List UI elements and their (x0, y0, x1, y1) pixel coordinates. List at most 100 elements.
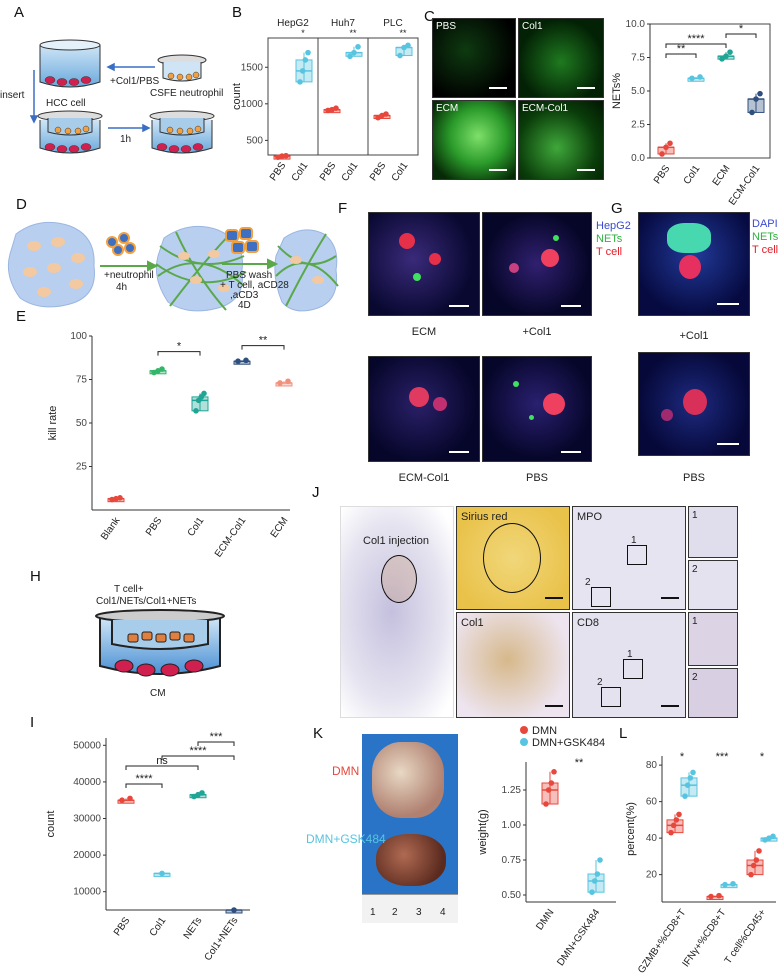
panel-d-days-label: 4D (238, 300, 251, 311)
chart-e-x-label: PBS (144, 515, 165, 538)
chart-b-y-tick-label: 1000 (241, 99, 264, 110)
chart-k-y-tick-label: 1.00 (502, 820, 522, 831)
chart-e-3-point (235, 358, 241, 365)
chart-l-2-0-point (750, 862, 757, 869)
chart-b-x-label: Col1 (390, 160, 411, 184)
chart-l-y-tick-label: 40 (646, 833, 658, 844)
image-j-cd8-label: CD8 (577, 617, 600, 629)
chart-k-1-point (597, 857, 603, 863)
chart-b-hepg2-0-point (283, 152, 289, 159)
image-c-pbs-label: PBS (436, 21, 457, 32)
chart-i-x-label: Col1+NETs (203, 915, 241, 963)
panel-a-hcc-label: HCC cell (46, 98, 86, 109)
chart-i-1-point (159, 870, 165, 877)
chart-k-0-point (551, 769, 557, 775)
chart-k-1-point (589, 889, 595, 895)
chart-b-facet-frame (367, 37, 419, 156)
chart-e-y-tick-label: 75 (76, 375, 88, 386)
chart-l-sig: * (680, 751, 685, 763)
chart-b-huh7-1-point (347, 53, 353, 60)
panel-letter-g: G (611, 200, 623, 217)
panel-d-tcell-label: + T cell, aCD28 (220, 280, 289, 291)
panel-k-dmn-label: DMN (332, 764, 360, 778)
chart-e-4-point (277, 380, 283, 386)
image-j-mpo-zoom2-label: 2 (692, 564, 698, 575)
image-k-ruler: 1 2 3 4 (362, 894, 458, 923)
chart-e-4-point (285, 378, 291, 385)
chart-l-0-1-point (682, 793, 688, 799)
chart-c-x-label: Col1 (682, 163, 703, 187)
chart-e-y-tick-label: 100 (70, 331, 87, 342)
chart-k-x-label: DMN (534, 907, 556, 932)
chart-b-x-label: PBS (318, 160, 339, 183)
chart-b-x-label: PBS (268, 160, 289, 183)
panel-h-cm-label: CM (150, 688, 166, 699)
chart-b-huh7-1-point (351, 49, 357, 56)
image-j-overview: Col1 injection (340, 506, 454, 718)
chart-l-x-label: GZMB+%CD8+T (636, 907, 688, 975)
image-j-mpo: MPO 1 2 (572, 506, 686, 610)
caption-f-ecm-col1: ECM-Col1 (398, 472, 450, 484)
chart-k-y-tick-label: 1.25 (502, 785, 522, 796)
chart-e-x-label: Col1 (186, 515, 207, 539)
chart-b-y-title: count (231, 83, 243, 110)
chart-k-0-point (545, 787, 552, 793)
chart-i-0-point (127, 795, 133, 802)
panel-h-line2: Col1/NETs/Col1+NETs (96, 596, 197, 607)
panel-a-col1pbs-label: +Col1/PBS (110, 76, 160, 87)
panel-letter-l: L (619, 725, 628, 742)
ruler-tick-3: 3 (416, 907, 422, 918)
panel-a-insert-label: insert (0, 90, 25, 101)
chart-c-3-point (753, 96, 759, 102)
chart-l-2-0-point (748, 871, 754, 878)
chart-b-hepg2-1-point (305, 49, 311, 56)
chart-i-x-label: PBS (112, 915, 133, 938)
chart-i-sig-label: *** (210, 731, 224, 743)
chart-l-1-0-point (708, 893, 714, 900)
chart-i-sig-bracket (125, 765, 199, 770)
chart-i-sig-bracket (197, 741, 235, 746)
chart-i-sig-label: **** (135, 773, 153, 785)
panel-d-time-label: 4h (116, 282, 128, 293)
tissue-block-2 (155, 225, 247, 312)
chart-c-2-point (723, 53, 729, 59)
chart-c-y-tick-label: 2.5 (631, 120, 645, 131)
image-j-mpo-zoom1: 1 (688, 506, 738, 558)
image-f-ecm-col1 (368, 356, 480, 462)
image-j-mpo-zoom1-label: 1 (692, 510, 698, 521)
chart-l-0-0-point (676, 811, 682, 818)
image-g-col1 (638, 212, 750, 316)
chart-c-sig-label: * (739, 23, 744, 35)
chart-l-0-1-point (690, 769, 696, 776)
chart-b-hepg2-1-point (297, 79, 303, 85)
image-k-liver-gsk (376, 834, 446, 886)
chart-c-y-tick-label: 10.0 (626, 19, 646, 30)
chart-i-sig-label: **** (189, 745, 207, 757)
panel-a-csfe-label: CSFE neutrophil (150, 88, 224, 99)
chart-e-2-point (201, 390, 207, 397)
chart-l-sig: *** (716, 751, 730, 763)
chart-e-x-label: ECM-Col1 (213, 515, 249, 559)
image-j-cd8-box2-label: 2 (597, 677, 603, 688)
image-c-ecm-label: ECM (436, 103, 459, 114)
image-k-liver-photo: 1 2 3 4 (362, 734, 458, 923)
chart-l-0-0-point (673, 817, 680, 823)
caption-g-pbs: PBS (682, 472, 705, 484)
caption-f-pbs: PBS (525, 472, 548, 484)
chart-e-1-point (159, 366, 165, 372)
chart-k-1-point (594, 871, 601, 877)
chart-c-x-label: ECM (711, 163, 733, 188)
chart-b-facet-sig: * (301, 28, 305, 38)
chart-l-x-label: IFNγ+%CD8+T (681, 907, 729, 969)
chart-b-hepg2-1-point (302, 57, 309, 63)
chart-c-sig-bracket (665, 53, 697, 58)
chart-i-y-tick-label: 50000 (73, 740, 101, 751)
chart-i-2-point (199, 790, 205, 796)
chart-l-1-1-point (730, 880, 736, 887)
chart-e-y-title: kill rate (47, 406, 59, 441)
chart-b-x-label: Col1 (340, 160, 361, 184)
image-j-mpo-box1-label: 1 (631, 535, 637, 546)
chart-c-sig-bracket (665, 43, 727, 48)
chart-i-y-tick-label: 20000 (73, 850, 101, 861)
